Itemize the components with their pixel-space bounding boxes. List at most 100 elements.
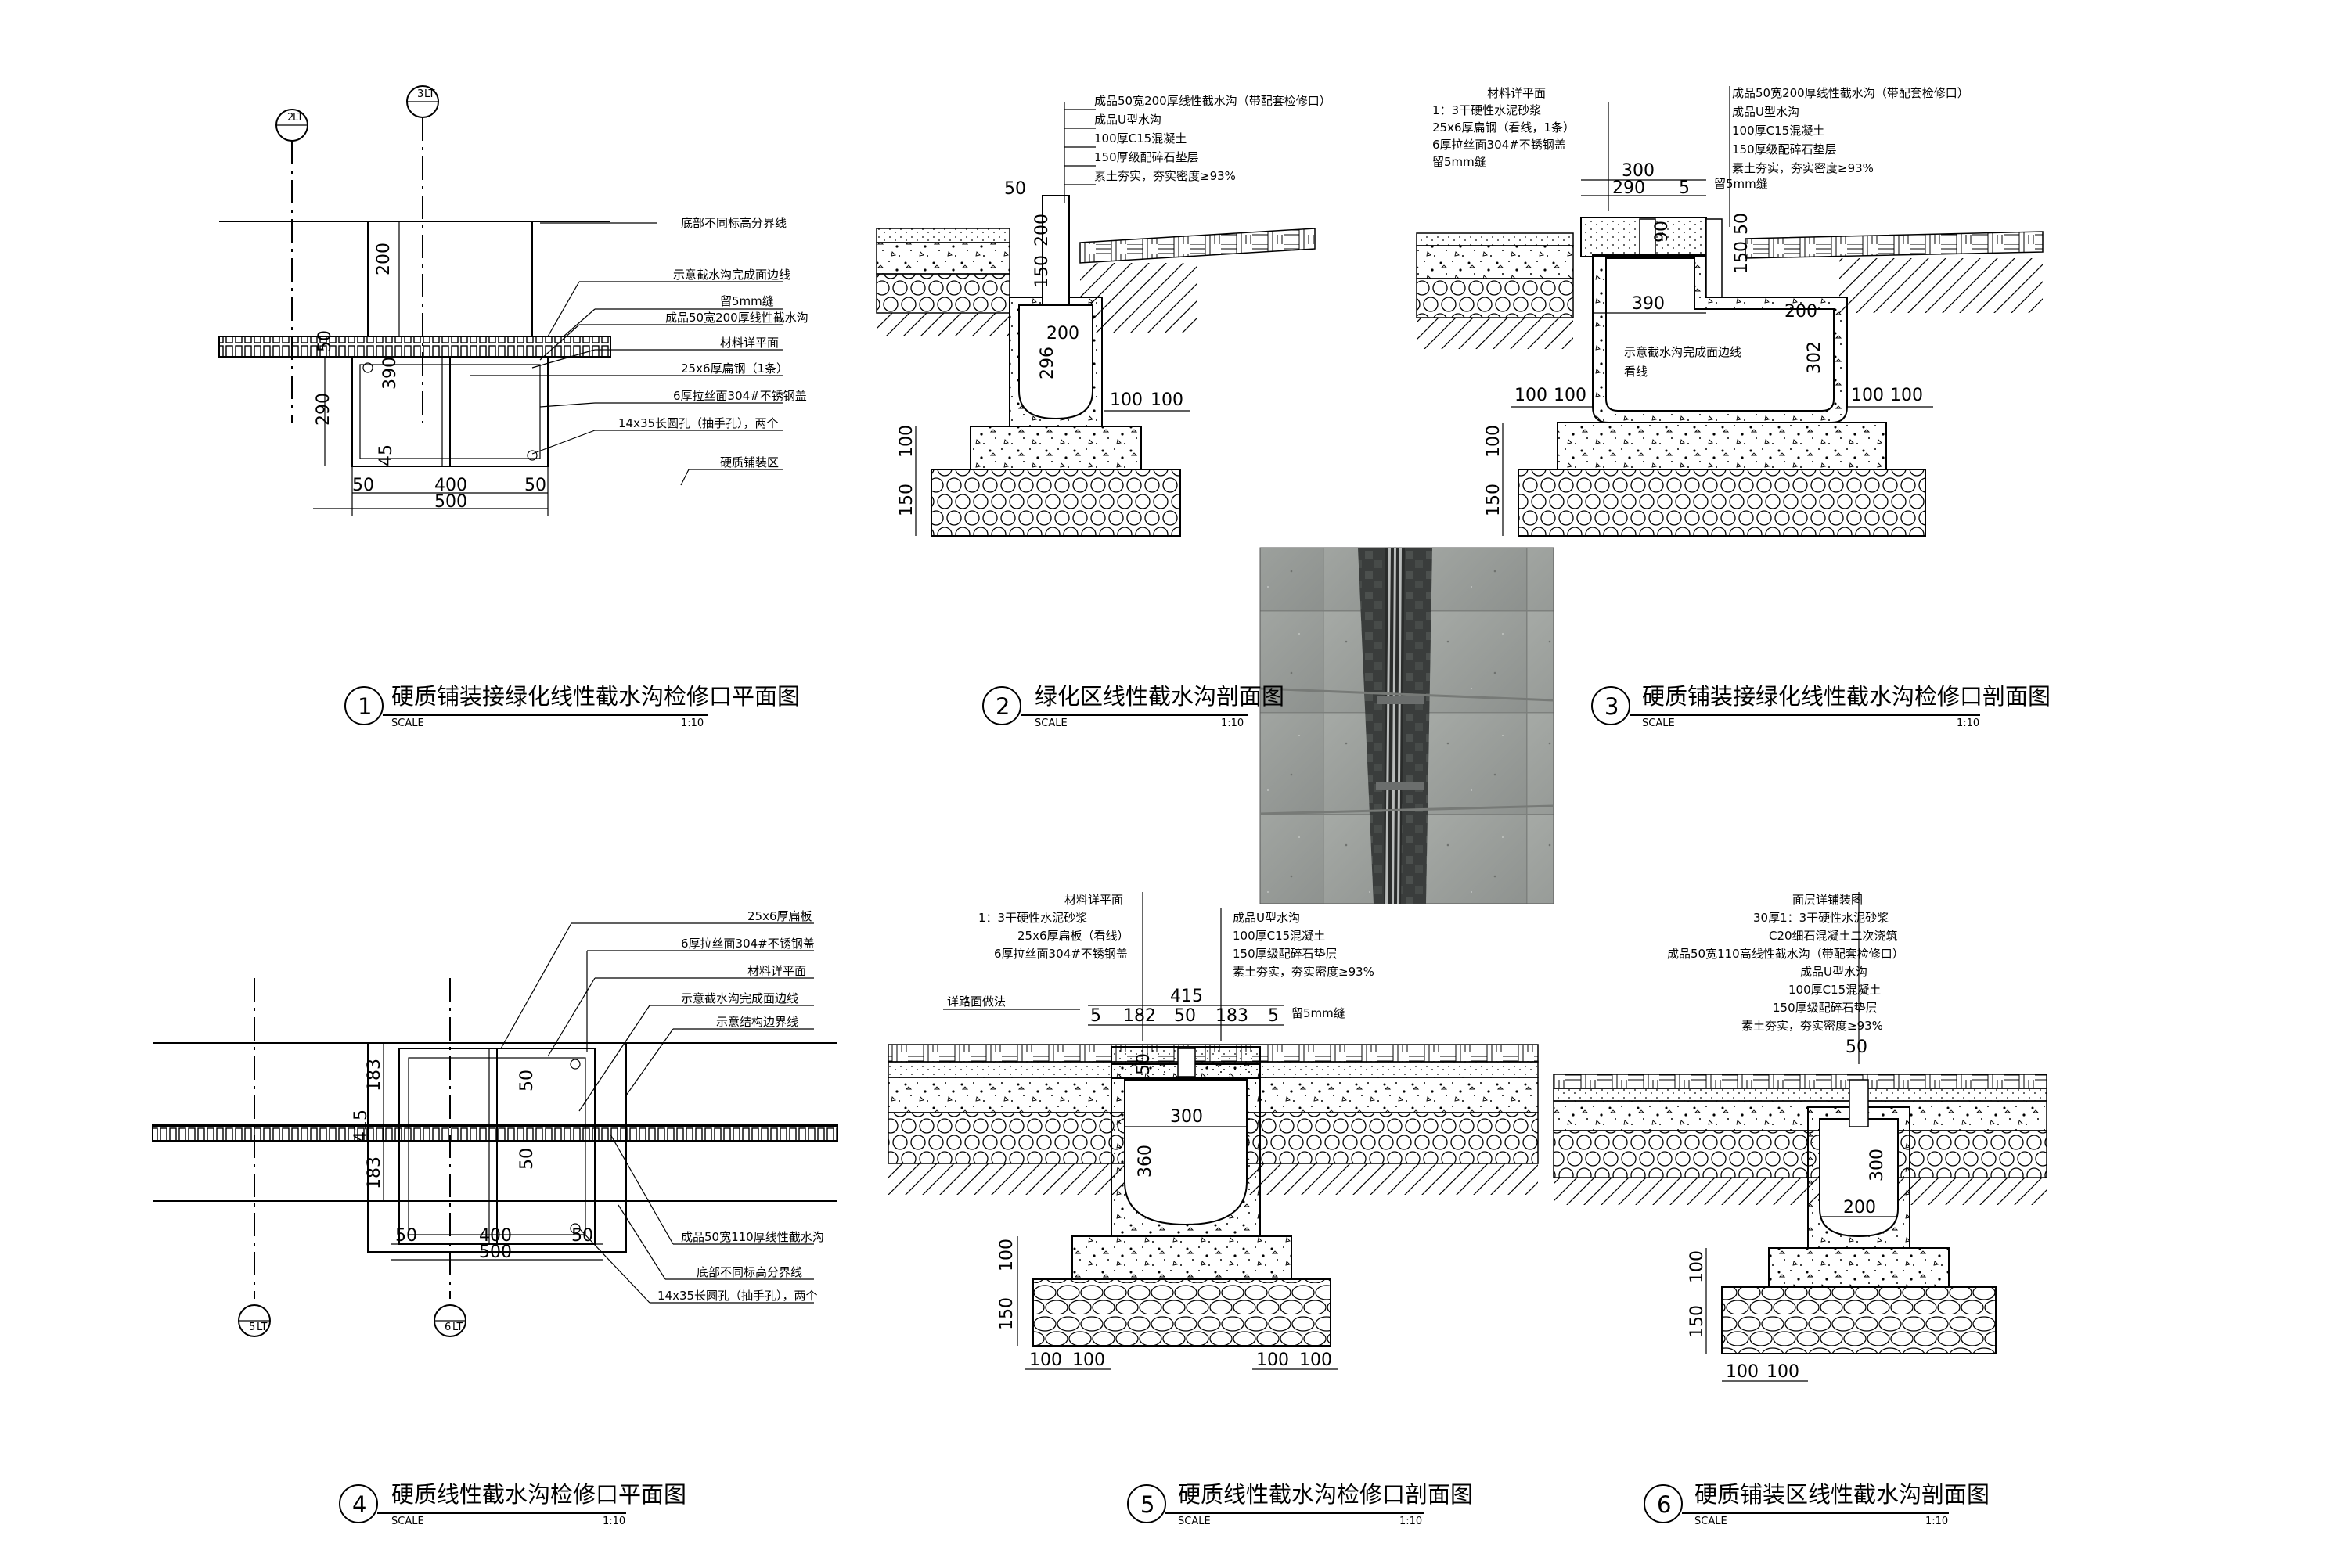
dim: 100: [1890, 386, 1923, 405]
note: 100厚C15混凝土: [1732, 124, 1824, 138]
view-title: 硬质铺装区线性截水沟剖面图: [1694, 1481, 1990, 1508]
note: 材料详平面: [1487, 86, 1546, 100]
section-marker-5: 5 LT: [238, 1304, 271, 1337]
view-title: 硬质线性截水沟检修口剖面图: [1178, 1481, 1473, 1508]
view-number: 5: [1140, 1491, 1154, 1518]
dim: 200: [1784, 302, 1817, 322]
section-marker-2: 2 LT: [275, 109, 308, 423]
scale-label: SCALE: [391, 1516, 424, 1527]
scale-label: SCALE: [1178, 1516, 1211, 1527]
note: 30厚1：3干硬性水泥砂浆: [1753, 911, 1889, 925]
dim: 5: [1090, 1006, 1101, 1026]
marker-sheet: LT: [257, 1322, 267, 1333]
title-block-5: 5 硬质线性截水沟检修口剖面图 SCALE 1:10: [1127, 1481, 1473, 1527]
note: 150厚级配碎石垫层: [1233, 947, 1338, 961]
view-number: 3: [1604, 693, 1619, 720]
dim: 100: [1029, 1350, 1062, 1370]
dim: 50: [571, 1226, 593, 1246]
dim: 100: [1554, 386, 1586, 405]
dim: 500: [479, 1243, 512, 1262]
marker-sheet: LT: [424, 88, 434, 100]
dim: 302: [1805, 341, 1824, 374]
note: 素土夯实，夯实密度≥93%: [1094, 169, 1236, 183]
dim: 290: [1612, 178, 1645, 198]
scale-label: SCALE: [1642, 717, 1675, 729]
view-6-section: 面层详铺装图 30厚1：3干硬性水泥砂浆 C20细石混凝土二次浇筑 成品50宽1…: [1553, 892, 2047, 1382]
note: 150厚级配碎石垫层: [1773, 1001, 1878, 1015]
note: 材料详平面: [720, 336, 779, 350]
dim: 400: [479, 1226, 512, 1246]
view-title: 绿化区线性截水沟剖面图: [1035, 683, 1284, 710]
scale-label: SCALE: [1035, 717, 1068, 729]
note: 100厚C15混凝土: [1788, 983, 1881, 997]
dim: 415: [351, 1109, 371, 1142]
dim: 5: [1679, 178, 1690, 198]
dim: 90: [1652, 221, 1672, 243]
dim: 100: [1687, 1250, 1707, 1283]
note: 底部不同标高分界线: [681, 216, 787, 230]
dim: 200: [1843, 1198, 1876, 1217]
inner-note: 示意截水沟完成面边线: [1624, 345, 1741, 359]
note: 1：3干硬性水泥砂浆: [1432, 103, 1541, 117]
view-3-section: 材料详平面 1：3干硬性水泥砂浆 25x6厚扁钢（看线，1条） 6厚拉丝面304…: [1416, 86, 2044, 537]
note: 100厚C15混凝土: [1094, 131, 1187, 146]
note: 成品50宽200厚线性截水沟（带配套检修口）: [1094, 94, 1331, 108]
note: 示意截水沟完成面边线: [681, 991, 798, 1005]
marker-number: 6: [445, 1322, 451, 1333]
note: 材料详平面: [1064, 893, 1123, 907]
dim: 45: [376, 444, 396, 466]
dim: 50: [395, 1226, 417, 1246]
dim: 150: [1484, 484, 1504, 516]
title-block-3: 3 硬质铺装接绿化线性截水沟检修口剖面图 SCALE 1:10: [1591, 683, 2051, 729]
note: 25x6厚扁钢（1条）: [681, 361, 788, 376]
note: 素土夯实，夯实密度≥93%: [1741, 1019, 1883, 1033]
marker-number: 2: [287, 112, 294, 124]
dim: 360: [1136, 1145, 1155, 1178]
dim: 50: [1174, 1006, 1196, 1026]
dim: 100: [997, 1239, 1017, 1271]
dim: 100: [1851, 386, 1884, 405]
note: 素土夯实，夯实密度≥93%: [1233, 965, 1374, 979]
note: 示意截水沟完成面边线: [673, 268, 790, 282]
inner-note: 看线: [1624, 365, 1648, 379]
note: 14x35长圆孔（抽手孔），两个: [618, 416, 779, 430]
dim: 415: [1170, 987, 1203, 1006]
view-5-section: 材料详平面 1：3干硬性水泥砂浆 25x6厚扁板（看线） 6厚拉丝面304#不锈…: [888, 892, 1539, 1370]
scale-label: SCALE: [391, 717, 424, 729]
note: 14x35长圆孔（抽手孔），两个: [657, 1289, 818, 1303]
dim: 50: [517, 1148, 537, 1170]
note: 面层详铺装图: [1792, 893, 1863, 907]
dim: 50: [1732, 213, 1752, 235]
scale-value: 1:10: [1925, 1516, 1948, 1527]
dim: 100: [1726, 1362, 1759, 1382]
note: 6厚拉丝面304#不锈钢盖: [673, 389, 807, 403]
dim: 390: [380, 357, 400, 390]
dim: 150: [1687, 1305, 1707, 1338]
note: 素土夯实，夯实密度≥93%: [1732, 161, 1874, 175]
dim: 100: [1514, 386, 1547, 405]
note: C20细石混凝土二次浇筑: [1769, 929, 1898, 943]
dim: 150: [897, 484, 917, 516]
section-marker-3: 3 LT: [406, 85, 439, 423]
marker-sheet: LT: [293, 112, 303, 124]
leader-notes: 25x6厚扁板 6厚拉丝面304#不锈钢盖 材料详平面 示意截水沟完成面边线 示…: [500, 909, 824, 1304]
dim: 100: [1484, 425, 1504, 458]
dim: 100: [1151, 390, 1183, 410]
note: 150厚级配碎石垫层: [1094, 150, 1199, 164]
scale-value: 1:10: [681, 717, 704, 729]
dim: 50: [352, 476, 374, 495]
side-note: 详路面做法: [947, 994, 1006, 1009]
dim: 182: [1123, 1006, 1156, 1026]
dim: 50: [1004, 179, 1026, 199]
view-2-section: 成品50宽200厚线性截水沟（带配套检修口） 成品U型水沟 100厚C15混凝土…: [876, 94, 1331, 537]
title-block-6: 6 硬质铺装区线性截水沟剖面图 SCALE 1:10: [1644, 1481, 1990, 1527]
note: 硬质铺装区: [720, 455, 779, 469]
view-number: 1: [358, 693, 372, 720]
note: 25x6厚扁板: [747, 909, 812, 923]
dim: 183: [1215, 1006, 1248, 1026]
note: 6厚拉丝面304#不锈钢盖: [994, 947, 1128, 961]
dim: 300: [1867, 1149, 1887, 1181]
view-title: 硬质线性截水沟检修口平面图: [391, 1481, 686, 1508]
dim: 50: [517, 1070, 537, 1091]
